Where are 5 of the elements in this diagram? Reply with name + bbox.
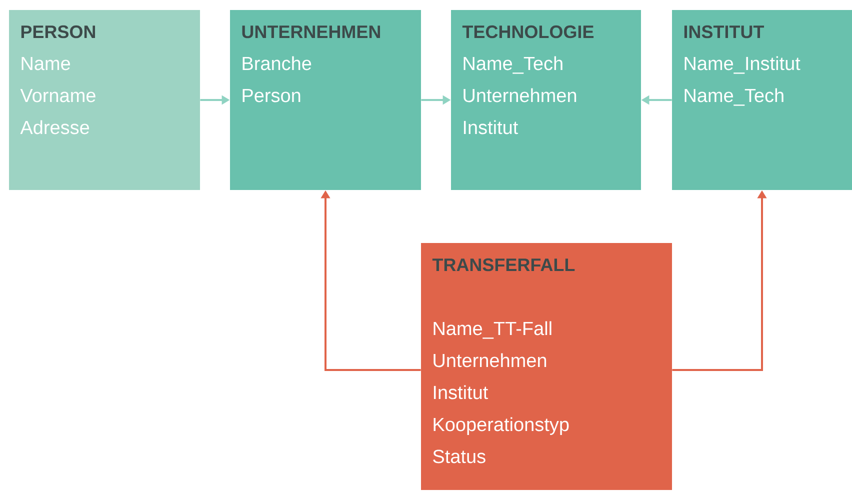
- entity-box: INSTITUT Name_Institut Name_Tech: [672, 10, 852, 190]
- entity-box: TECHNOLOGIE Name_Tech Unternehmen Institut: [451, 10, 641, 190]
- entity-box: TRANSFERFALL Name_TT-Fall Unternehmen Institut Kooperationstyp Status: [421, 243, 672, 490]
- entity-box: UNTERNEHMEN Branche Person: [230, 10, 421, 190]
- entity-box: PERSON Name Vorname Adresse: [9, 10, 200, 190]
